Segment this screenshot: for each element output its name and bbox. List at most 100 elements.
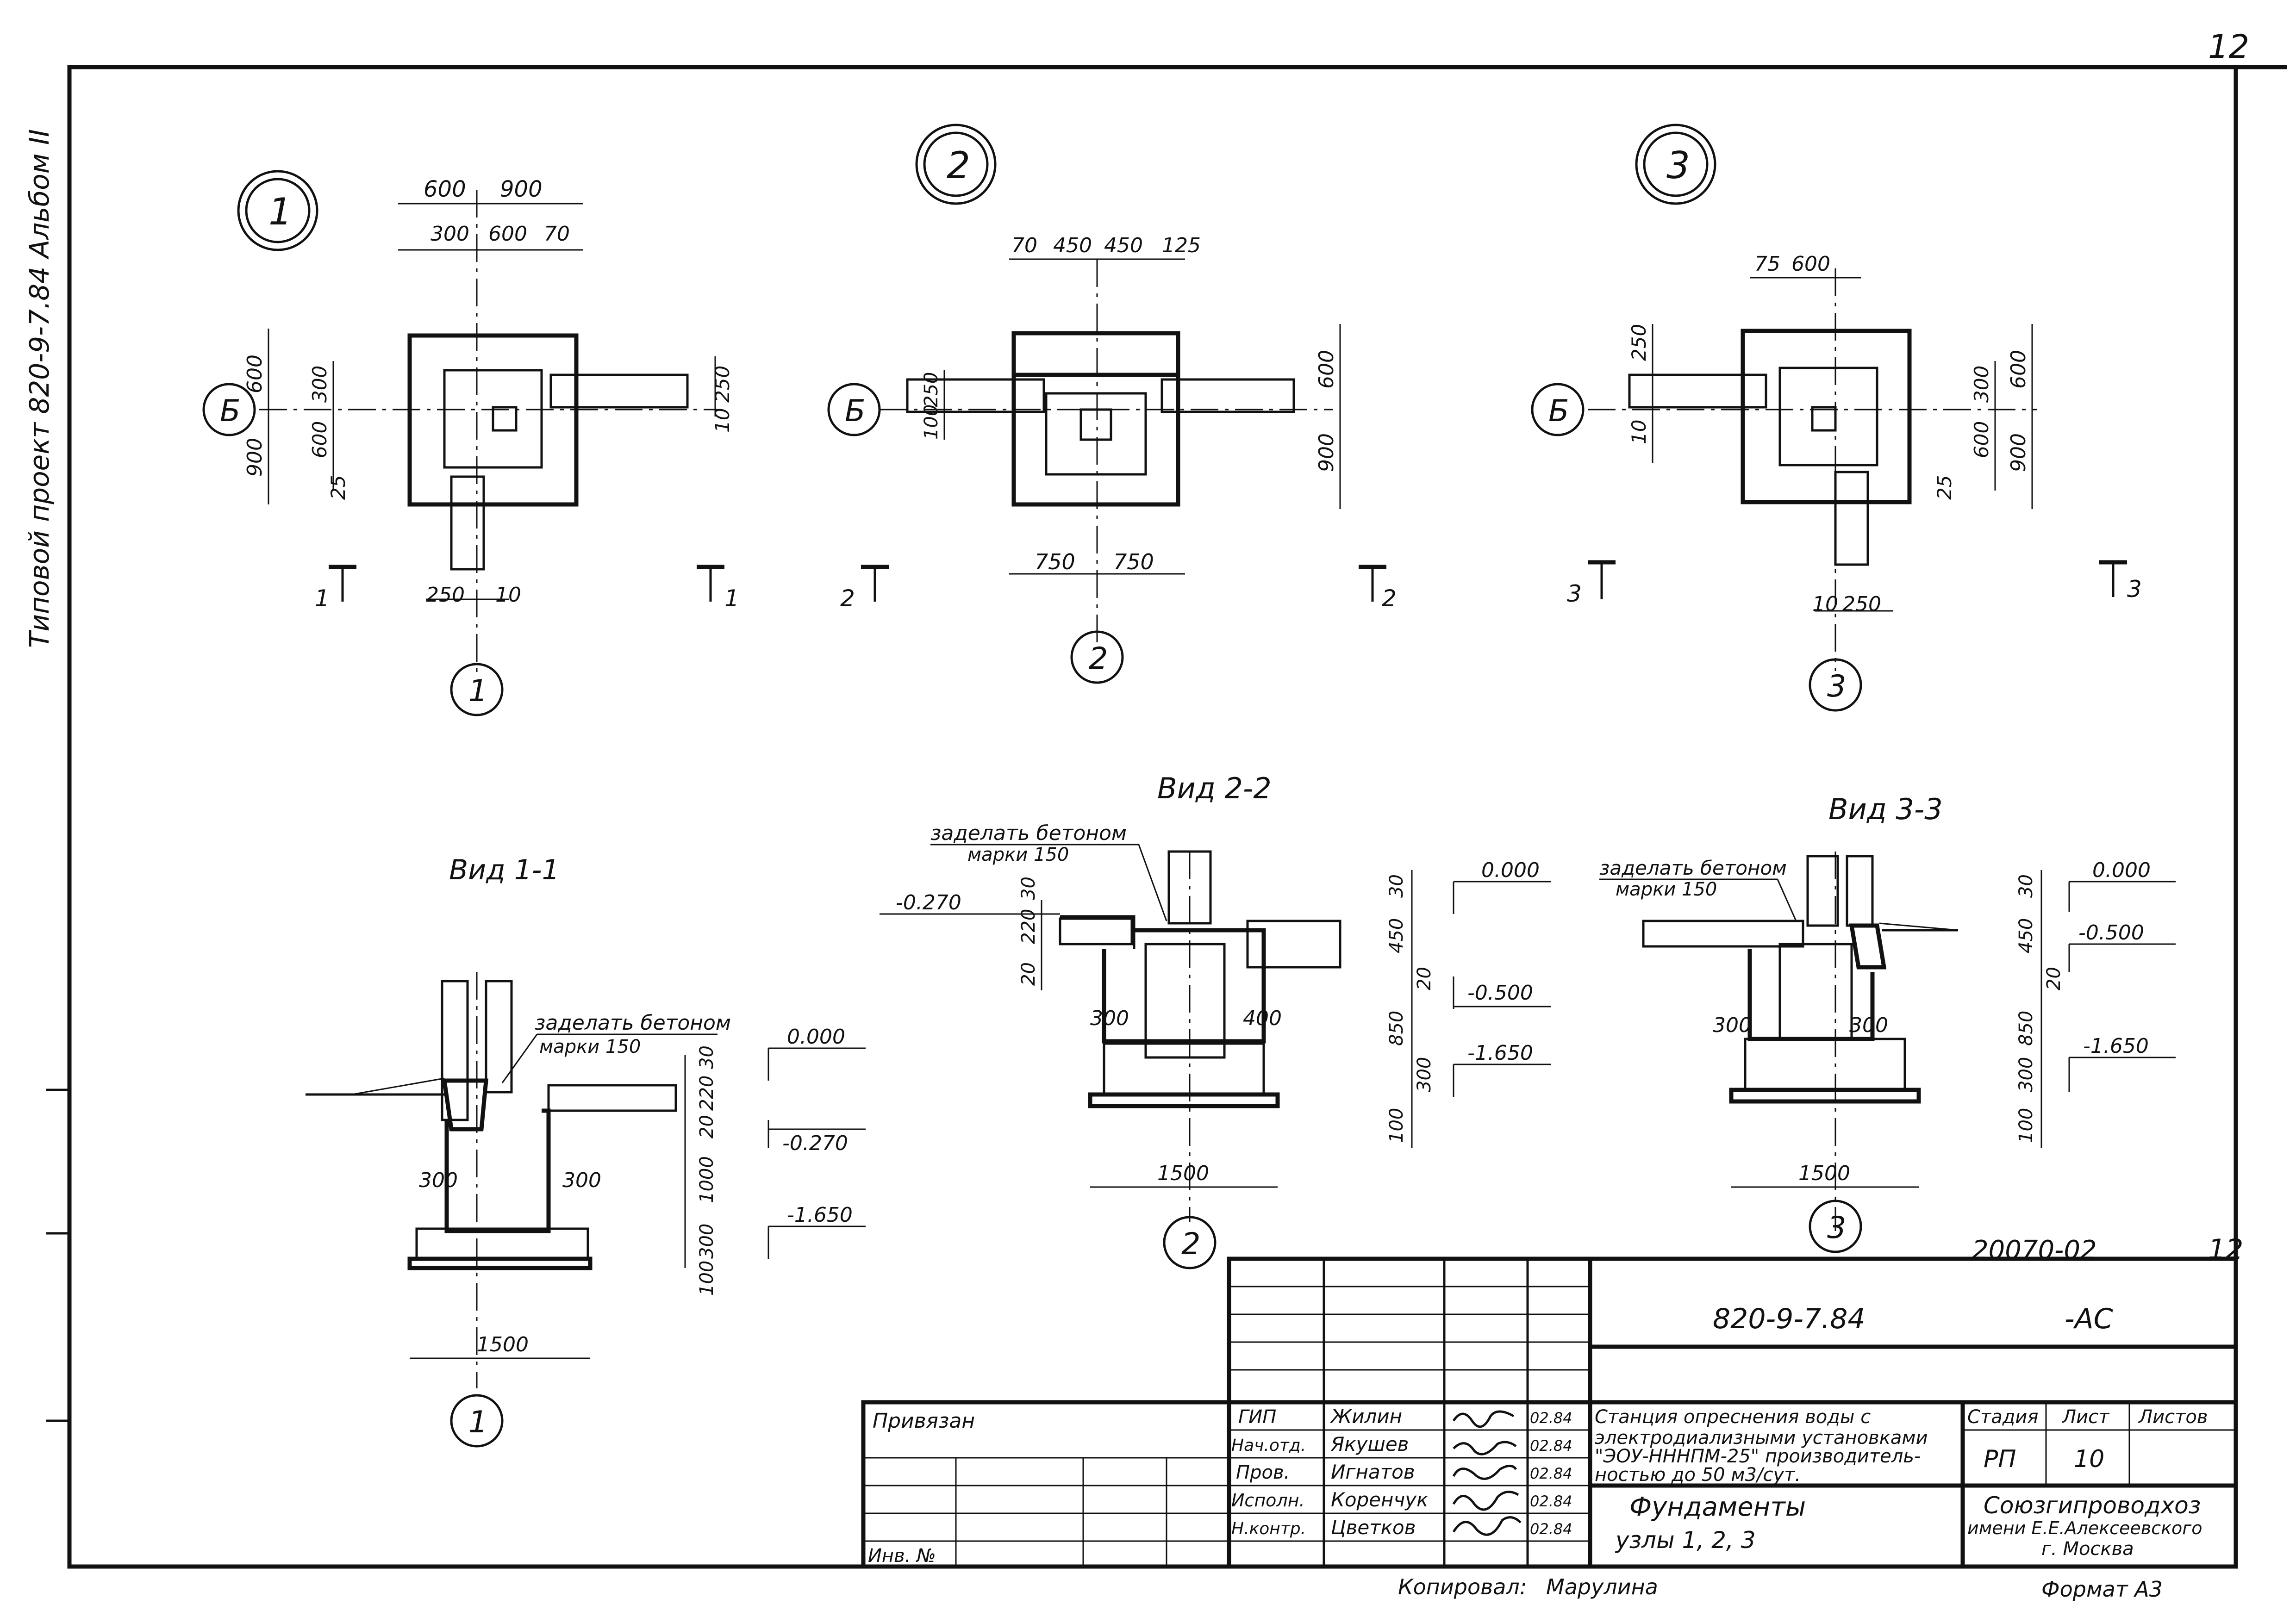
- axis-marker-section-2: 2: [1181, 1227, 1200, 1262]
- name-yakushev: Якушев: [1330, 1433, 1409, 1455]
- dim-right-10: 10: [711, 408, 734, 433]
- note-3-3-line2: марки 150: [1616, 879, 1717, 900]
- axis-marker-section-3: 3: [1827, 1211, 1846, 1245]
- dim-bottom-10: 10: [1812, 592, 1838, 616]
- dim-left-600: 600: [243, 354, 267, 393]
- level-1-1-0000: 0.000: [787, 1025, 845, 1049]
- dim-base-1500: 1500: [1157, 1162, 1209, 1185]
- project-line-2: электродиализными установками: [1595, 1427, 1928, 1449]
- level-1-1-0270: -0.270: [782, 1132, 848, 1155]
- format-label: Формат А3: [2041, 1577, 2163, 1602]
- dim-v-300: 300: [2015, 1057, 2037, 1092]
- node-marker-1: 1: [268, 190, 292, 233]
- section-mark-2-left: 2: [840, 585, 855, 612]
- section-view-1-1: Вид 1-1 заделать бетоном марки 150 30 22…: [306, 854, 866, 1448]
- name-korenchuk: Коренчук: [1331, 1488, 1429, 1511]
- dim-left-100: 100: [921, 404, 942, 440]
- dim-side-400: 400: [1243, 1007, 1282, 1030]
- dim-left-10: 10: [1628, 420, 1650, 444]
- dim-bottom-250: 250: [1842, 592, 1881, 616]
- section-title-3-3: Вид 3-3: [1828, 792, 1943, 826]
- axis-marker-plan-3: 3: [1827, 669, 1846, 704]
- dim-bottom-750a: 750: [1035, 549, 1075, 574]
- node-marker-2: 2: [947, 144, 970, 187]
- plan-node-1: 1 Б 1 600 900 300 600 70 600 900 300 600…: [202, 170, 739, 716]
- dim-inner-300: 300: [308, 366, 331, 403]
- dim-left-250: 250: [921, 372, 942, 407]
- section-mark-2-right: 2: [1382, 585, 1397, 612]
- axis-b-marker-1: Б: [220, 394, 241, 429]
- dim-300: 300: [430, 222, 469, 246]
- dim-inner-600: 600: [308, 421, 331, 458]
- dim-right-900: 900: [2007, 433, 2030, 472]
- inv-label: Инв. №: [868, 1545, 936, 1567]
- section-view-3-3: Вид 3-3 заделать бетоном марки 150 30 45…: [1599, 792, 2176, 1253]
- plan-node-3: 3 Б 3 75 600 250 10 300 600 25 600 900 1…: [1531, 124, 2142, 712]
- dim-base-1500: 1500: [477, 1333, 529, 1356]
- section-view-2-2: Вид 2-2 заделать бетоном марки 150 -0.27…: [880, 771, 1551, 1269]
- level-2-2-1650: -1.650: [1467, 1041, 1533, 1065]
- level-2-2-0500: -0.500: [1467, 981, 1533, 1005]
- note-2-2-line1: заделать бетоном: [930, 821, 1127, 845]
- org-line-3: г. Москва: [2041, 1538, 2134, 1560]
- axis-marker-section-1: 1: [468, 1405, 487, 1440]
- note-2-2-line2: марки 150: [967, 844, 1069, 865]
- dim-l-220: 220: [1018, 909, 1039, 944]
- axis-b-marker-3: Б: [1548, 394, 1569, 429]
- dim-v-300: 300: [1414, 1057, 1435, 1092]
- side-stamp: Типовой проект 820-9-7.84 Альбом II: [24, 129, 55, 648]
- dim-side-300b: 300: [1849, 1014, 1888, 1037]
- note-1-1-line1: заделать бетоном: [535, 1011, 731, 1035]
- dim-600: 600: [1791, 252, 1830, 276]
- dim-right-600: 600: [2007, 350, 2030, 389]
- dim-70: 70: [544, 222, 570, 246]
- sheet-title-line-2: узлы 1, 2, 3: [1615, 1527, 1756, 1554]
- privyazan-label: Привязан: [873, 1409, 975, 1433]
- dim-side-300a: 300: [419, 1169, 458, 1192]
- sheet-label: Лист: [2061, 1406, 2110, 1428]
- dim-v-20: 20: [696, 1115, 718, 1138]
- dim-side-300b: 300: [562, 1169, 601, 1192]
- axis-marker-plan-2: 2: [1089, 641, 1108, 676]
- org-line-1: Союзгипроводхоз: [1984, 1492, 2201, 1519]
- name-tsvetkov: Цветков: [1331, 1516, 1416, 1539]
- dim-l-20: 20: [1018, 962, 1039, 986]
- section-mark-3-left: 3: [1567, 580, 1582, 607]
- role-n-kontr: Н.контр.: [1231, 1519, 1306, 1538]
- axis-marker-plan-1: 1: [468, 674, 487, 709]
- sheets-label: Листов: [2138, 1406, 2208, 1428]
- dim-right-600: 600: [1315, 350, 1338, 389]
- dim-left-900: 900: [243, 438, 267, 477]
- sheet-title-line-1: Фундаменты: [1629, 1492, 1806, 1522]
- dim-v-100: 100: [696, 1261, 718, 1296]
- node-marker-3: 3: [1666, 144, 1690, 187]
- level-1-1-1650: -1.650: [787, 1203, 853, 1227]
- section-title-1-1: Вид 1-1: [449, 854, 560, 886]
- note-1-1-line2: марки 150: [539, 1036, 641, 1057]
- dim-l-30: 30: [1018, 877, 1039, 900]
- sheet-value: 10: [2074, 1445, 2104, 1473]
- dim-v-850: 850: [2015, 1011, 2037, 1046]
- level-3-3-1650: -1.650: [2083, 1034, 2149, 1058]
- dim-inner-300: 300: [1970, 366, 1993, 403]
- dim-inner-25: 25: [327, 475, 349, 500]
- level-2-2-0000: 0.000: [1481, 858, 1540, 882]
- dim-v-30: 30: [696, 1045, 718, 1069]
- level-3-3-0500: -0.500: [2078, 921, 2144, 945]
- dim-left-250: 250: [1628, 324, 1650, 361]
- dim-75: 75: [1754, 252, 1780, 276]
- dim-v-100: 100: [1386, 1108, 1407, 1143]
- org-line-2: имени Е.Е.Алексеевского: [1967, 1518, 2202, 1538]
- project-line-1: Станция опреснения воды с: [1595, 1406, 1871, 1428]
- dim-v-450: 450: [1386, 918, 1407, 953]
- dim-v-30: 30: [2015, 874, 2037, 898]
- dim-inner-25: 25: [1933, 475, 1956, 500]
- dim-450a: 450: [1053, 234, 1092, 257]
- dim-600b: 600: [488, 222, 527, 246]
- dim-450b: 450: [1104, 234, 1143, 257]
- role-nach-otd: Нач.отд.: [1231, 1436, 1306, 1455]
- stage-value: РП: [1984, 1445, 2016, 1473]
- dim-base-1500: 1500: [1798, 1162, 1850, 1185]
- dim-inner-600: 600: [1970, 421, 1993, 458]
